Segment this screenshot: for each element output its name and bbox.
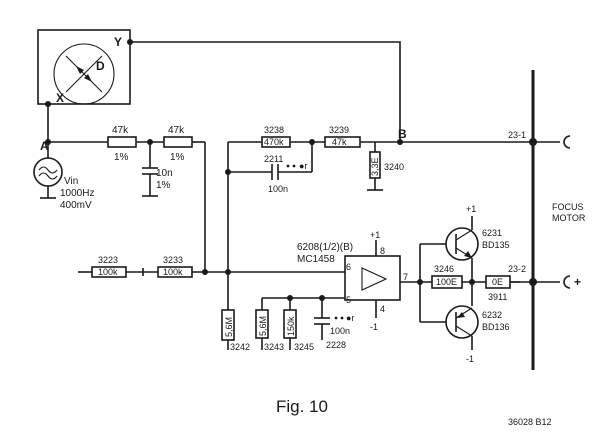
sine-icon [38, 166, 58, 174]
svg-text:3,3E: 3,3E [370, 157, 380, 176]
svg-text:100E: 100E [436, 277, 457, 287]
svg-text:+1: +1 [466, 204, 476, 214]
svg-text:-1: -1 [466, 354, 474, 364]
svg-text:●r: ●r [346, 313, 354, 323]
svg-text:2228: 2228 [326, 340, 346, 350]
svg-text:BD135: BD135 [482, 240, 510, 250]
svg-text:5,6M: 5,6M [258, 316, 268, 336]
svg-text:3246: 3246 [434, 264, 454, 274]
capacitor-2211: 2211 100n ●r [264, 154, 307, 194]
scope-y-label: Y [114, 35, 122, 49]
svg-text:3240: 3240 [384, 162, 404, 172]
resistor-47k-2: 47k 1% [163, 125, 193, 163]
scope-x-label: X [56, 91, 64, 105]
scope-cross-b [65, 55, 103, 93]
svg-text:6232: 6232 [482, 310, 502, 320]
svg-text:4: 4 [380, 304, 385, 314]
capacitor-10n: 10n 1% [142, 167, 173, 191]
resistor-3245: 150k 3245 [283, 309, 314, 352]
svg-text:FOCUS: FOCUS [552, 202, 584, 212]
connectors: 23-1 23-2 + FOCUS MOTOR [508, 130, 586, 289]
svg-text:MOTOR: MOTOR [552, 213, 586, 223]
svg-text:8: 8 [380, 246, 385, 256]
svg-text:5,6M: 5,6M [224, 317, 234, 337]
scope-outline [37, 29, 131, 105]
svg-text:3245: 3245 [294, 342, 314, 352]
resistor-3911: 0E 3911 [485, 275, 511, 302]
svg-text:5: 5 [346, 295, 351, 305]
node-a-label: A [40, 139, 49, 153]
svg-text:3238: 3238 [264, 125, 284, 135]
resistor-3242: 5,6M 3242 [221, 309, 250, 352]
wire-y [130, 41, 401, 142]
source-name: Vin [64, 176, 78, 187]
transistor-6231: +1 6231 BD135 [445, 204, 510, 261]
svg-text:+: + [574, 275, 581, 289]
resistor-3243: 5,6M 3243 [255, 309, 284, 352]
transistor-6232: -1 6232 BD136 [445, 305, 510, 364]
svg-text:100k: 100k [98, 267, 118, 277]
scope-screen [53, 43, 115, 105]
svg-text:1%: 1% [114, 152, 129, 163]
resistor-3238: 3238 470k [261, 125, 291, 148]
svg-text:1%: 1% [170, 152, 185, 163]
svg-text:100k: 100k [163, 267, 183, 277]
node-b-label: B [398, 127, 407, 141]
svg-text:6: 6 [346, 262, 351, 272]
svg-text:3223: 3223 [98, 255, 118, 265]
opamp-6208: 6208(1/2)(B) MC1458 6 5 7 8 4 +1 -1 [297, 230, 408, 332]
svg-text:6231: 6231 [482, 228, 502, 238]
figure-code: 36028 B12 [508, 417, 552, 427]
svg-text:3239: 3239 [329, 125, 349, 135]
source-level: 400mV [60, 200, 92, 211]
svg-text:3243: 3243 [264, 342, 284, 352]
svg-text:+1: +1 [370, 230, 380, 240]
svg-text:6208(1/2)(B): 6208(1/2)(B) [297, 242, 353, 253]
svg-text:47k: 47k [112, 125, 129, 136]
svg-text:3911: 3911 [488, 292, 507, 302]
svg-text:100n: 100n [268, 184, 288, 194]
svg-text:2211: 2211 [264, 154, 283, 164]
scope-arrow-a [76, 66, 84, 74]
svg-text:47k: 47k [332, 137, 347, 147]
capacitor-2228: ●r 100n 2228 [314, 313, 354, 350]
svg-text:47k: 47k [168, 125, 185, 136]
scope-block: D Y X [37, 29, 131, 105]
resistor-3246: 3246 100E [431, 264, 463, 289]
svg-text:0E: 0E [492, 277, 503, 287]
svg-text:470k: 470k [264, 137, 284, 147]
resistor-3240: 3,3E 3240 [369, 151, 404, 179]
resistor-3233: 3233 100k [157, 255, 193, 278]
opamp-triangle [361, 267, 388, 291]
figure-caption: Fig. 10 [276, 397, 328, 416]
svg-text:1%: 1% [156, 180, 171, 191]
resistor-3223: 3223 100k [91, 255, 127, 278]
ac-source: Vin 1000Hz 400mV [33, 157, 94, 211]
svg-text:MC1458: MC1458 [297, 254, 335, 265]
resistor-3239: 3239 47k [324, 125, 361, 148]
scope-arrow-b [84, 74, 92, 82]
svg-text:BD136: BD136 [482, 322, 510, 332]
svg-text:3233: 3233 [163, 255, 183, 265]
svg-text:3242: 3242 [230, 342, 250, 352]
svg-text:●r: ●r [299, 161, 307, 171]
svg-text:150k: 150k [286, 316, 296, 336]
svg-text:-1: -1 [370, 322, 378, 332]
junctions [45, 39, 537, 301]
svg-text:10n: 10n [156, 168, 173, 179]
scope-d-label: D [96, 59, 105, 73]
svg-text:7: 7 [403, 272, 408, 282]
svg-text:23-2: 23-2 [508, 264, 526, 274]
resistor-47k-1: 47k 1% [107, 125, 137, 163]
source-freq: 1000Hz [60, 188, 94, 199]
svg-text:23-1: 23-1 [508, 130, 526, 140]
svg-text:100n: 100n [330, 326, 350, 336]
